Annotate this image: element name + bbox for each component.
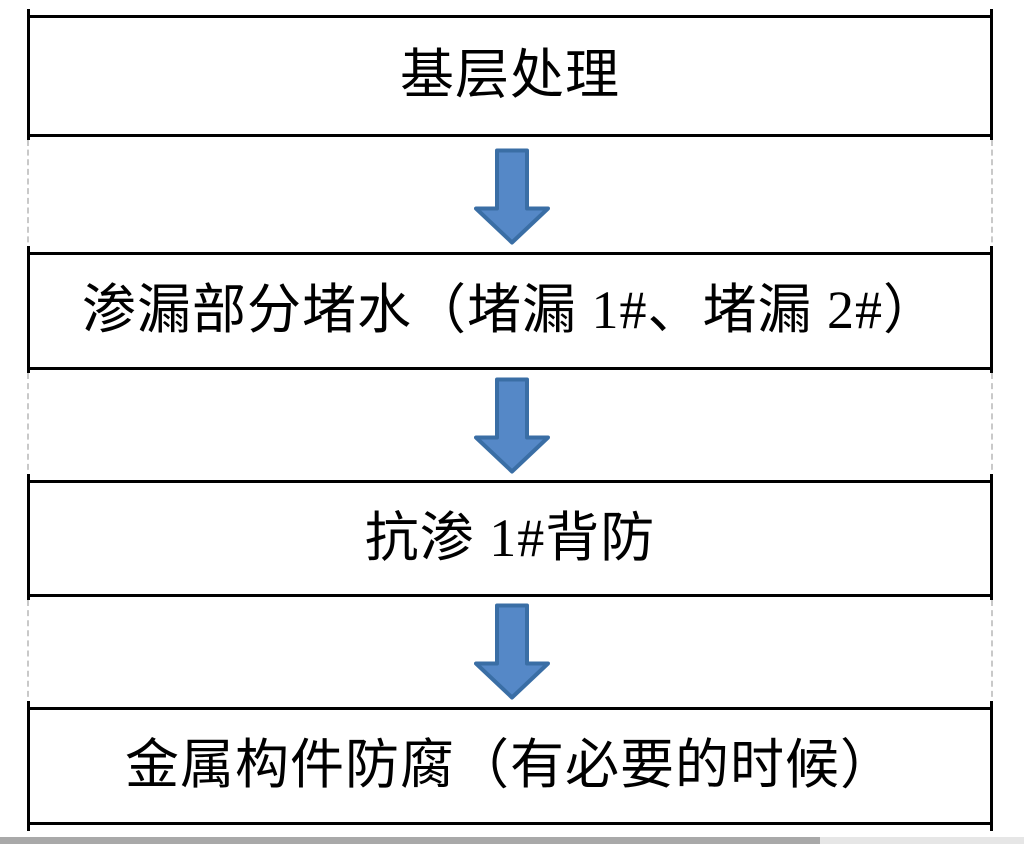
- flow-step-2: 渗漏部分堵水（堵漏 1#、堵漏 2#）: [27, 246, 993, 376]
- flow-step-1-label: 基层处理: [400, 45, 620, 106]
- flow-step-4-label: 金属构件防腐（有必要的时候）: [125, 735, 895, 796]
- flow-step-3: 抗渗 1#背防: [27, 474, 993, 603]
- flow-step-1: 基层处理: [27, 9, 993, 143]
- down-arrow-icon: [474, 148, 550, 245]
- down-arrow-icon: [474, 377, 550, 474]
- horizontal-scrollbar-thumb[interactable]: [0, 837, 820, 844]
- flow-step-4: 金属构件防腐（有必要的时候）: [27, 701, 993, 831]
- flow-step-2-label: 渗漏部分堵水（堵漏 1#、堵漏 2#）: [82, 280, 938, 341]
- flow-step-3-label: 抗渗 1#背防: [364, 507, 656, 568]
- down-arrow-icon: [474, 603, 550, 700]
- horizontal-scrollbar: [0, 837, 1024, 844]
